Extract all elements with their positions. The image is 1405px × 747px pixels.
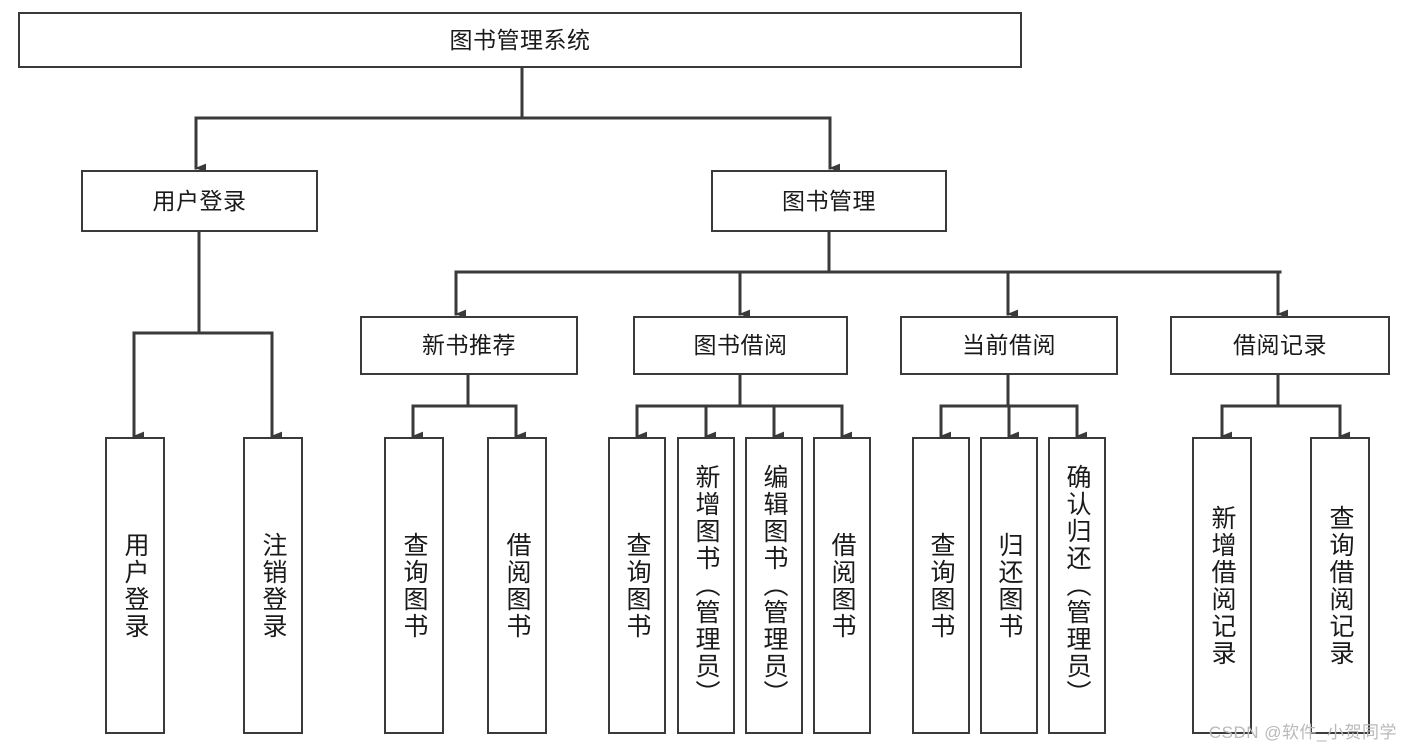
node-label: 用户登录 — [121, 531, 149, 640]
node-label: 确认归还（管理员） — [1063, 464, 1091, 707]
node-label: 借阅图书 — [503, 531, 531, 640]
node-book-management[interactable]: 图书管理 — [711, 170, 947, 232]
node-label: 当前借阅 — [962, 332, 1056, 359]
node-label: 图书管理 — [782, 187, 876, 214]
node-user-login[interactable]: 用户登录 — [81, 170, 318, 232]
node-current-borrow[interactable]: 当前借阅 — [900, 316, 1118, 375]
node-leaf-borrow-book-1[interactable]: 借阅图书 — [487, 437, 547, 734]
node-new-book-recommend[interactable]: 新书推荐 — [360, 316, 578, 375]
node-leaf-query-borrow-record[interactable]: 查询借阅记录 — [1310, 437, 1370, 734]
node-label: 借阅记录 — [1233, 332, 1327, 359]
node-label: 注销登录 — [259, 531, 287, 640]
node-borrow-record[interactable]: 借阅记录 — [1170, 316, 1390, 375]
node-leaf-query-book-3[interactable]: 查询图书 — [912, 437, 970, 734]
node-label: 查询图书 — [927, 531, 955, 640]
node-leaf-add-borrow-record[interactable]: 新增借阅记录 — [1192, 437, 1252, 734]
node-leaf-query-book-1[interactable]: 查询图书 — [384, 437, 444, 734]
node-label: 新增图书（管理员） — [692, 464, 720, 707]
node-label: 图书管理系统 — [449, 26, 591, 53]
node-book-borrow[interactable]: 图书借阅 — [633, 316, 848, 375]
node-label: 新增借阅记录 — [1208, 504, 1236, 667]
node-leaf-return-book[interactable]: 归还图书 — [980, 437, 1038, 734]
node-leaf-user-login[interactable]: 用户登录 — [105, 437, 165, 734]
node-leaf-add-book[interactable]: 新增图书（管理员） — [677, 437, 735, 734]
node-label: 编辑图书（管理员） — [760, 464, 788, 707]
node-label: 用户登录 — [152, 187, 247, 214]
node-label: 查询图书 — [400, 531, 428, 640]
node-label: 图书借阅 — [693, 332, 788, 359]
node-leaf-query-book-2[interactable]: 查询图书 — [608, 437, 666, 734]
node-label: 归还图书 — [995, 531, 1023, 640]
node-leaf-logout-login[interactable]: 注销登录 — [243, 437, 303, 734]
node-label: 新书推荐 — [422, 332, 516, 359]
node-label: 借阅图书 — [828, 531, 856, 640]
node-label: 查询借阅记录 — [1326, 504, 1354, 667]
node-label: 查询图书 — [623, 531, 651, 640]
csdn-watermark: CSDN @软件_小贺同学 — [1208, 723, 1397, 742]
node-leaf-borrow-book-2[interactable]: 借阅图书 — [813, 437, 871, 734]
node-root-system[interactable]: 图书管理系统 — [18, 12, 1022, 68]
node-leaf-edit-book[interactable]: 编辑图书（管理员） — [745, 437, 803, 734]
node-leaf-confirm-return[interactable]: 确认归还（管理员） — [1048, 437, 1106, 734]
